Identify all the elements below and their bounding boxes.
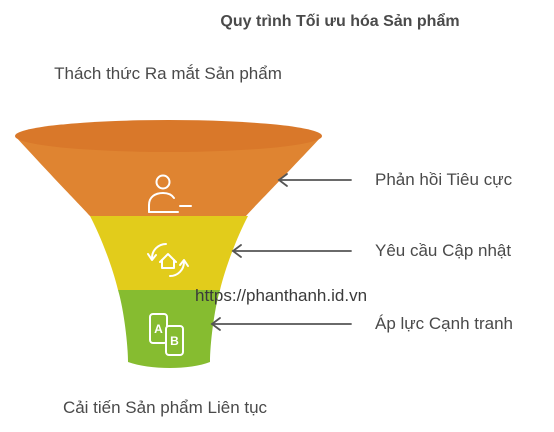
funnel-bottom-label: Cải tiến Sản phẩm Liên tục: [62, 398, 268, 417]
ab-test-icon: A B: [149, 313, 184, 356]
stage-label-update-request: Yêu cầu Cập nhật: [375, 241, 512, 260]
stage-label-competitive-pressure: Áp lực Cạnh tranh: [375, 314, 514, 333]
arrow-2: [231, 244, 352, 258]
funnel-top-label: Thách thức Ra mắt Sản phẩm: [54, 64, 282, 83]
home-refresh-icon: [147, 243, 189, 277]
arrow-1: [277, 173, 352, 187]
user-icon: [148, 174, 192, 213]
stage-label-negative-feedback: Phản hồi Tiêu cực: [375, 170, 513, 189]
watermark-url: https://phanthanh.id.vn: [195, 286, 368, 305]
svg-text:A: A: [154, 322, 163, 336]
arrow-3: [210, 317, 352, 331]
svg-text:B: B: [170, 334, 179, 348]
funnel-stage-2: [90, 216, 248, 290]
funnel-rim: [15, 120, 322, 152]
funnel-stage-1: [15, 136, 322, 216]
diagram-title: Quy trình Tối ưu hóa Sản phẩm: [220, 13, 460, 30]
